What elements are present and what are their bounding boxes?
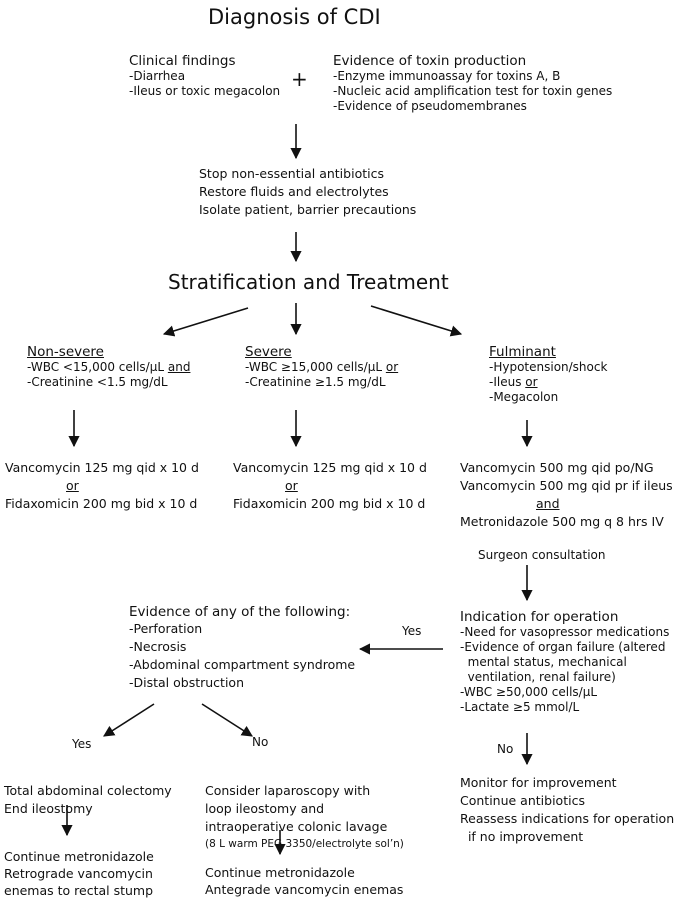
indication-item: mental status, mechanical	[460, 655, 627, 669]
monitor-block: Monitor for improvement Continue antibio…	[460, 774, 674, 846]
continue-mid-line: Antegrade vancomycin enemas	[205, 882, 404, 897]
evidence-block: Evidence of any of the following: -Perfo…	[129, 604, 355, 692]
severe-block: Severe -WBC ≥15,000 cells/µL or -Creatin…	[245, 344, 398, 390]
continue-left-line: Retrograde vancomycin	[4, 866, 153, 881]
nonsevere-conjunction: and	[167, 360, 191, 374]
initial-step: Restore fluids and electrolytes	[199, 184, 389, 199]
fulminant-block: Fulminant -Hypotension/shock -Ileus or -…	[489, 344, 607, 405]
laparoscopy-line: intraoperative colonic lavage	[205, 819, 388, 834]
severe-criterion: -WBC ≥15,000 cells/µL	[245, 360, 386, 374]
indication-heading: Indication for operation	[460, 609, 619, 625]
fulminant-treatment: Vancomycin 500 mg qid pr if ileus	[460, 478, 673, 493]
clinical-item: -Ileus or toxic megacolon	[129, 84, 281, 98]
nonsevere-treatment: Vancomycin 125 mg qid x 10 d	[5, 460, 199, 475]
severe-treatment: Vancomycin 125 mg qid x 10 d	[233, 460, 427, 475]
yes-label-evidence: Yes	[72, 737, 92, 751]
no-label-indication: No	[497, 742, 514, 756]
fulminant-heading: Fulminant	[489, 344, 556, 360]
severe-heading: Severe	[245, 344, 292, 360]
indication-item: -Evidence of organ failure (altered	[460, 640, 666, 654]
clinical-findings-heading: Clinical findings	[129, 53, 236, 69]
clinical-findings-block: Clinical findings -Diarrhea -Ileus or to…	[129, 53, 280, 99]
toxin-item: -Nucleic acid amplification test for tox…	[333, 84, 613, 98]
fulminant-and: and	[536, 496, 560, 511]
fulminant-treatment: Metronidazole 500 mg q 8 hrs IV	[460, 514, 664, 529]
initial-step: Isolate patient, barrier precautions	[199, 202, 417, 217]
monitor-line: if no improvement	[460, 829, 584, 844]
evidence-item: -Abdominal compartment syndrome	[129, 657, 356, 672]
yes-label-indication: Yes	[402, 624, 422, 638]
indication-item: -Need for vasopressor medications	[460, 625, 670, 639]
arrow-yes-colectomy	[103, 703, 155, 737]
evidence-item: -Distal obstruction	[129, 675, 245, 690]
severe-treatment: Fidaxomicin 200 mg bid x 10 d	[233, 496, 426, 511]
indication-item: ventilation, renal failure)	[460, 670, 616, 684]
colectomy-line: End ileostomy	[4, 801, 93, 816]
continue-mid-line: Continue metronidazole	[205, 865, 355, 880]
fulminant-conjunction: or	[525, 375, 538, 389]
evidence-item: -Perforation	[129, 621, 203, 636]
plus-sign: +	[291, 67, 308, 91]
nonsevere-or: or	[66, 478, 79, 493]
initial-steps-block: Stop non-essential antibiotics Restore f…	[199, 165, 416, 219]
toxin-item: -Evidence of pseudomembranes	[333, 99, 527, 113]
indication-block: Indication for operation -Need for vasop…	[460, 609, 669, 715]
monitor-line: Monitor for improvement	[460, 775, 617, 790]
surgeon-consultation: Surgeon consultation	[478, 548, 606, 562]
arrow-to-fulminant	[370, 305, 463, 337]
toxin-evidence-heading: Evidence of toxin production	[333, 53, 527, 69]
fulminant-criterion: -Megacolon	[489, 390, 559, 404]
severe-criterion: -Creatinine ≥1.5 mg/dL	[245, 375, 386, 389]
nonsevere-criterion: -Creatinine <1.5 mg/dL	[27, 375, 168, 389]
continue-left-line: Continue metronidazole	[4, 849, 154, 864]
colectomy-block: Total abdominal colectomy End ileostomy	[4, 782, 172, 818]
no-label-evidence: No	[252, 735, 269, 749]
initial-step: Stop non-essential antibiotics	[199, 166, 384, 181]
stratification-title: Stratification and Treatment	[168, 270, 449, 294]
monitor-line: Reassess indications for operation	[460, 811, 674, 826]
indication-item: -Lactate ≥5 mmol/L	[460, 700, 580, 714]
toxin-evidence-block: Evidence of toxin production -Enzyme imm…	[333, 53, 612, 114]
severe-or: or	[285, 478, 298, 493]
lavage-note: (8 L warm PEG 3350/electrolyte sol’n)	[205, 838, 404, 850]
arrow-no-laparoscopy	[201, 703, 253, 737]
monitor-line: Continue antibiotics	[460, 793, 585, 808]
nonsevere-block: Non-severe -WBC <15,000 cells/µL and -Cr…	[27, 344, 190, 390]
arrow-to-nonsevere	[162, 307, 249, 337]
laparoscopy-line: loop ileostomy and	[205, 801, 325, 816]
clinical-item: -Diarrhea	[129, 69, 186, 83]
severe-conjunction: or	[385, 360, 399, 374]
evidence-item: -Necrosis	[129, 639, 187, 654]
continue-mid-block: Continue metronidazole Antegrade vancomy…	[205, 864, 403, 898]
toxin-item: -Enzyme immunoassay for toxins A, B	[333, 69, 561, 83]
fulminant-criterion: -Ileus	[489, 375, 526, 389]
continue-left-block: Continue metronidazole Retrograde vancom…	[4, 848, 154, 899]
nonsevere-treatment: Fidaxomicin 200 mg bid x 10 d	[5, 496, 198, 511]
laparoscopy-block: Consider laparoscopy with loop ileostomy…	[205, 782, 404, 851]
laparoscopy-line: Consider laparoscopy with	[205, 783, 371, 798]
diagram-title: Diagnosis of CDI	[208, 5, 381, 29]
indication-item: -WBC ≥50,000 cells/µL	[460, 685, 598, 699]
fulminant-treatment: Vancomycin 500 mg qid po/NG	[460, 460, 654, 475]
continue-left-line: enemas to rectal stump	[4, 883, 154, 898]
nonsevere-heading: Non-severe	[27, 344, 104, 360]
fulminant-criterion: -Hypotension/shock	[489, 360, 608, 374]
nonsevere-criterion: -WBC <15,000 cells/µL	[27, 360, 168, 374]
evidence-heading: Evidence of any of the following:	[129, 604, 351, 620]
colectomy-line: Total abdominal colectomy	[4, 783, 172, 798]
